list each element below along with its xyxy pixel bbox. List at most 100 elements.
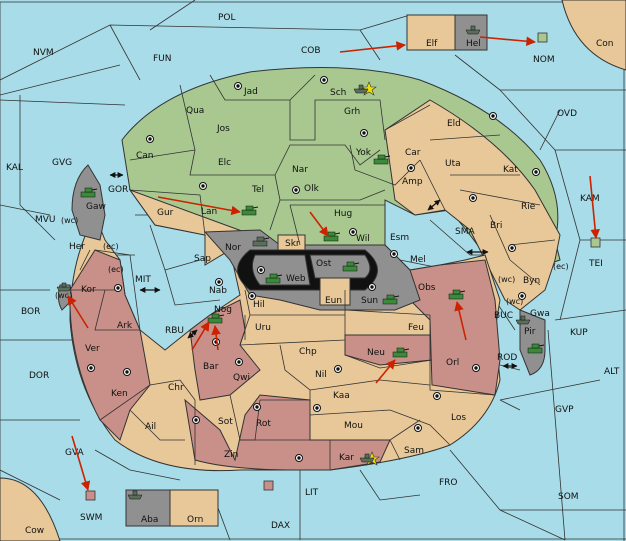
order-arrow [339, 41, 406, 53]
supply-center-icon [518, 292, 526, 300]
army-icon[interactable] [382, 294, 400, 305]
prov-rot: Rot [256, 419, 271, 429]
prov-nab: Nab [209, 286, 227, 296]
fleet-icon[interactable] [515, 315, 531, 325]
fleet-icon[interactable] [465, 25, 481, 35]
prov-uta: Uta [445, 159, 461, 169]
order-arrow [454, 301, 467, 341]
unit-marker-tei[interactable] [590, 237, 601, 248]
prov-zin: Zin [224, 450, 238, 460]
sea-markers [85, 32, 601, 501]
unit-marker-nom[interactable] [537, 32, 548, 43]
prov-bri: Bri [490, 221, 502, 231]
prov-ark: Ark [117, 321, 133, 331]
sea-fro: FRO [439, 478, 458, 488]
supply-center-icon [349, 228, 357, 236]
sea-ovd: OVD [557, 109, 577, 119]
prov-mou: Mou [344, 421, 363, 431]
sea-nom: NOM [533, 55, 555, 65]
prov-bar: Bar [203, 362, 219, 372]
sea-alt: ALT [604, 367, 620, 377]
sea-lit: LIT [305, 488, 319, 498]
prov-neu: Neu [367, 348, 385, 358]
army-icon[interactable] [342, 261, 360, 272]
code-gwa-wc: (wc) [506, 297, 523, 306]
army-icon[interactable] [252, 236, 270, 247]
sea-tei: TEI [588, 259, 603, 269]
army-icon[interactable] [207, 313, 225, 324]
prov-gaw: Gaw [86, 202, 106, 212]
supply-center-icon [199, 182, 207, 190]
code-byn-ec: (ec) [553, 262, 569, 271]
prov-chp: Chp [299, 347, 317, 357]
tan-east-arm [384, 99, 561, 311]
prov-gur: Gur [157, 208, 174, 218]
prov-nog: Nog [214, 305, 232, 315]
prov-amp: Amp [402, 177, 423, 187]
rose-east [409, 259, 501, 396]
supply-center-icon [334, 365, 342, 373]
sea-dor: DOR [29, 371, 49, 381]
army-icon[interactable] [80, 187, 98, 198]
supply-center-icon [368, 283, 376, 291]
coast-codes: (wc) (ec) (ec) (wc) (wc) (ec) (wc) [55, 216, 569, 306]
prov-ost: Ost [316, 259, 332, 269]
sea-cob: COB [301, 46, 321, 56]
sea-pol: POL [218, 13, 236, 23]
army-icon[interactable] [265, 273, 283, 284]
pir-region[interactable] [519, 309, 546, 376]
region-elf[interactable] [406, 14, 456, 51]
supply-center-icon [390, 250, 398, 258]
prov-nor: Nor [225, 243, 241, 253]
sea-rbu: RBU [165, 326, 184, 336]
supply-center-icon [248, 292, 256, 300]
gaw-region[interactable] [71, 164, 106, 241]
fleet-icon[interactable] [127, 490, 143, 500]
prov-sap: Sap [194, 254, 211, 264]
fleet-icon[interactable] [359, 453, 375, 463]
order-arrow [479, 36, 536, 46]
supply-center-icon [313, 404, 321, 412]
prov-wil: Wil [356, 234, 370, 244]
unit-marker-lit[interactable] [263, 480, 274, 491]
supply-center-icon [407, 164, 415, 172]
region-orn[interactable] [169, 489, 219, 527]
prov-eun: Eun [325, 296, 342, 306]
prov-nil: Nil [315, 370, 327, 380]
prov-ail: Ail [145, 422, 156, 432]
prov-feu: Feu [408, 323, 424, 333]
prov-jos: Jos [216, 124, 230, 134]
fleet-icon[interactable] [353, 84, 369, 94]
sea-kup: KUP [570, 328, 588, 338]
army-icon[interactable] [373, 154, 391, 165]
prov-jad: Jad [243, 87, 258, 97]
prov-obs: Obs [418, 283, 436, 293]
prov-sch: Sch [330, 88, 346, 98]
fleet-icon[interactable] [56, 282, 72, 292]
army-icon[interactable] [448, 289, 466, 300]
supply-center-icon [292, 186, 300, 194]
province-labels: Jad Sch Qua Jos Grh Eld Can Elc Nar Yok … [69, 87, 550, 463]
prov-chr: Chr [168, 383, 184, 393]
prov-olk: Olk [304, 184, 320, 194]
army-icon[interactable] [392, 347, 410, 358]
prov-elc: Elc [218, 158, 231, 168]
prov-her: Her [69, 242, 85, 252]
rose-south [69, 249, 151, 441]
prov-hil: Hil [253, 300, 265, 310]
prov-hug: Hug [334, 209, 352, 219]
unit-marker-swm[interactable] [85, 490, 96, 501]
army-icon[interactable] [241, 205, 259, 216]
prov-los: Los [451, 413, 466, 423]
supply-center-icon [532, 168, 540, 176]
sea-labels: POL NVM FUN COB NOM Con OVD KAL GVG GOR … [6, 13, 620, 536]
label-elf: Elf [426, 39, 438, 49]
prov-ver: Ver [85, 344, 100, 354]
prov-mel: Mel [410, 255, 426, 265]
order-arrow [375, 359, 396, 384]
army-icon[interactable] [527, 343, 545, 354]
sea-buc: BUC [494, 311, 513, 321]
passage-arrows [109, 172, 518, 369]
